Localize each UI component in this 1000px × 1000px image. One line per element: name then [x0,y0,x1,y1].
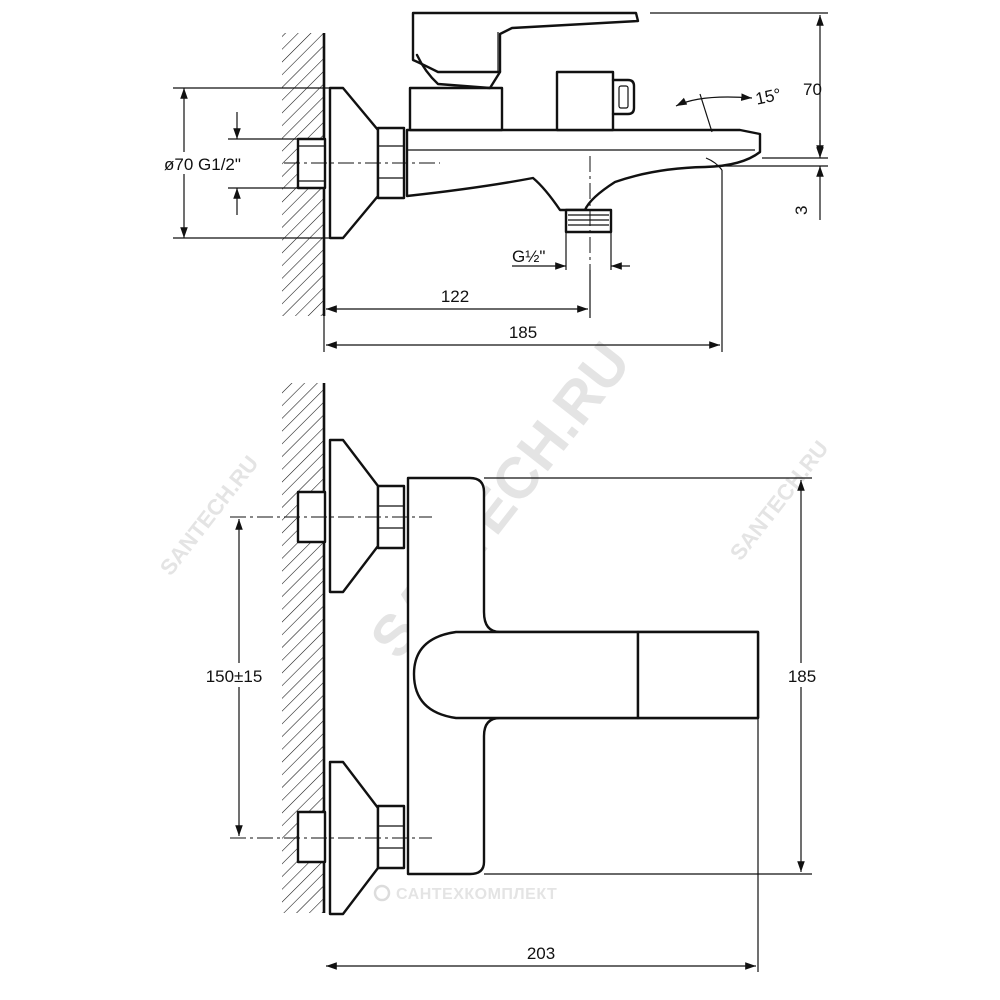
top-view: 150±15 185 203 [188,383,824,972]
dim-spout-offset: 3 [722,140,828,220]
watermark-group: SANTECH.RU SANTECH.RU SANTECH.RU САНТЕХК… [155,330,833,903]
watermark-brand: САНТЕХКОМПЛЕКТ [373,884,557,903]
dim-inlet-spacing: 150±15 [188,519,280,836]
mixer-body-side [405,128,762,212]
diverter-knob [555,70,615,132]
dim-body-width: 185 [484,477,824,875]
svg-text:САНТЕХКОМПЛЕКТ: САНТЕХКОМПЛЕКТ [396,886,557,903]
shower-outlet-side [564,208,613,234]
dim-depth-to-outlet: 122 [323,270,591,318]
watermark-small-left: SANTECH.RU [155,451,263,580]
dim-overall-depth: 185 [323,170,723,352]
svg-text:185: 185 [509,323,537,342]
diverter-pull-tab[interactable] [611,78,636,116]
side-view: ø70 G1/2" G½" 122 185 [160,11,828,352]
dim-overall-projection: 203 [326,718,759,972]
flange-upper [328,438,380,594]
dim-lever-angle: 15° [675,85,783,133]
svg-text:15°: 15° [754,85,783,109]
dim-outlet-thread: G½" [512,232,630,270]
lever-handle-side [411,11,640,74]
svg-text:G½": G½" [512,247,545,266]
lever-handle-top[interactable] [412,630,640,720]
svg-text:122: 122 [441,287,469,306]
spout-end-top [636,630,760,720]
svg-text:150±15: 150±15 [206,667,263,686]
svg-text:203: 203 [527,944,555,963]
cartridge-housing [408,86,504,132]
watermark-small-right: SANTECH.RU [725,436,833,565]
inlet-pipe-lower [296,810,327,864]
svg-text:ø70 G1/2": ø70 G1/2" [164,155,241,174]
svg-text:185: 185 [788,667,816,686]
svg-text:3: 3 [792,206,811,215]
hex-nut-lower [376,804,406,870]
svg-text:70: 70 [803,80,822,99]
dim-flange-diameter: ø70 G1/2" [160,87,330,239]
dim-height: 70 [650,12,828,159]
